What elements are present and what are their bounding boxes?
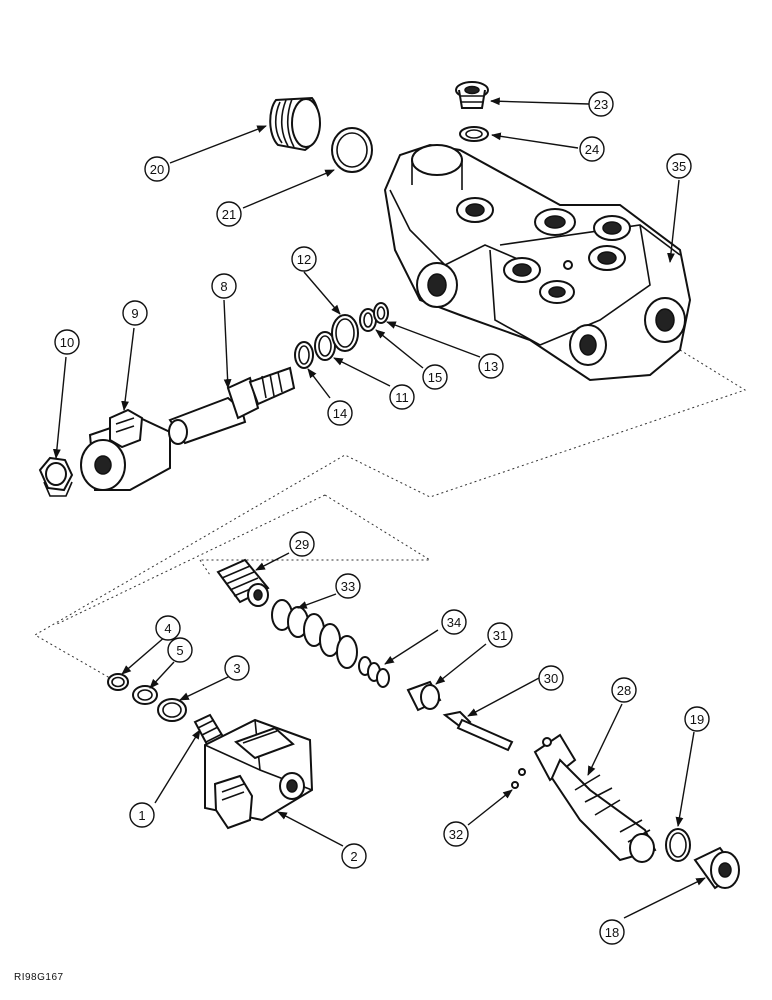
callout-2: 2 xyxy=(341,843,367,869)
svg-text:15: 15 xyxy=(428,370,442,385)
svg-text:5: 5 xyxy=(176,643,183,658)
callout-18: 18 xyxy=(599,919,625,945)
callout-12: 12 xyxy=(291,246,317,272)
pin-30 xyxy=(442,710,514,752)
callout-4: 4 xyxy=(155,615,181,641)
svg-text:19: 19 xyxy=(690,712,704,727)
svg-text:31: 31 xyxy=(493,628,507,643)
leader-lines xyxy=(52,97,706,919)
svg-text:28: 28 xyxy=(617,683,631,698)
seal-5 xyxy=(132,685,158,705)
spool-28 xyxy=(533,733,657,863)
figure-reference-code: RI98G167 xyxy=(14,972,64,983)
nut-10 xyxy=(38,456,74,497)
plug-23 xyxy=(455,81,489,109)
callout-23: 23 xyxy=(588,91,614,117)
svg-text:35: 35 xyxy=(672,159,686,174)
svg-text:33: 33 xyxy=(341,579,355,594)
svg-text:14: 14 xyxy=(333,406,347,421)
svg-text:8: 8 xyxy=(220,279,227,294)
callout-21: 21 xyxy=(216,201,242,227)
callout-11: 11 xyxy=(389,384,415,410)
svg-text:29: 29 xyxy=(295,537,309,552)
plug-20 xyxy=(269,96,321,152)
rings-34 xyxy=(358,656,390,688)
svg-text:11: 11 xyxy=(395,390,409,405)
o-ring-21 xyxy=(331,127,373,173)
callout-14: 14 xyxy=(327,400,353,426)
seal-3 xyxy=(157,698,187,722)
svg-text:21: 21 xyxy=(222,207,236,222)
callout-30: 30 xyxy=(538,665,564,691)
solenoid-stem-8 xyxy=(168,366,296,445)
callout-1: 1 xyxy=(129,802,155,828)
svg-text:23: 23 xyxy=(594,97,608,112)
seal-4 xyxy=(107,673,129,691)
callout-20: 20 xyxy=(144,156,170,182)
callout-33: 33 xyxy=(335,573,361,599)
callout-13: 13 xyxy=(478,353,504,379)
callout-9: 9 xyxy=(122,300,148,326)
callout-5: 5 xyxy=(167,637,193,663)
coil-9 xyxy=(80,408,171,491)
svg-text:30: 30 xyxy=(544,671,558,686)
svg-text:32: 32 xyxy=(449,827,463,842)
svg-text:1: 1 xyxy=(138,808,145,823)
callout-35: 35 xyxy=(666,153,692,179)
svg-text:13: 13 xyxy=(484,359,498,374)
seal-14 xyxy=(294,341,314,369)
callout-19: 19 xyxy=(684,706,710,732)
callout-29: 29 xyxy=(289,531,315,557)
valve-housing-2 xyxy=(204,718,314,830)
svg-text:20: 20 xyxy=(150,162,164,177)
callout-10: 10 xyxy=(54,329,80,355)
callout-32: 32 xyxy=(443,821,469,847)
seal-11 xyxy=(314,331,336,361)
svg-text:18: 18 xyxy=(605,925,619,940)
callout-34: 34 xyxy=(441,609,467,635)
svg-text:2: 2 xyxy=(350,849,357,864)
callout-15: 15 xyxy=(422,364,448,390)
svg-text:10: 10 xyxy=(60,335,74,350)
callout-3: 3 xyxy=(224,655,250,681)
sleeve-31 xyxy=(406,680,442,712)
svg-text:24: 24 xyxy=(585,142,599,157)
valve-body xyxy=(383,143,692,382)
seal-13 xyxy=(373,302,389,324)
svg-text:3: 3 xyxy=(233,661,240,676)
callout-31: 31 xyxy=(487,622,513,648)
plug-18 xyxy=(693,846,740,890)
balls-32 xyxy=(511,768,526,789)
plug-29 xyxy=(216,558,270,607)
svg-text:4: 4 xyxy=(164,621,171,636)
o-rings-33 xyxy=(271,599,358,669)
svg-text:9: 9 xyxy=(131,306,138,321)
callout-28: 28 xyxy=(611,677,637,703)
callout-24: 24 xyxy=(579,136,605,162)
washer-24 xyxy=(459,126,489,142)
svg-text:34: 34 xyxy=(447,615,461,630)
callout-8: 8 xyxy=(211,273,237,299)
o-ring-19 xyxy=(665,828,691,862)
seal-12 xyxy=(331,314,359,352)
svg-text:12: 12 xyxy=(297,252,311,267)
